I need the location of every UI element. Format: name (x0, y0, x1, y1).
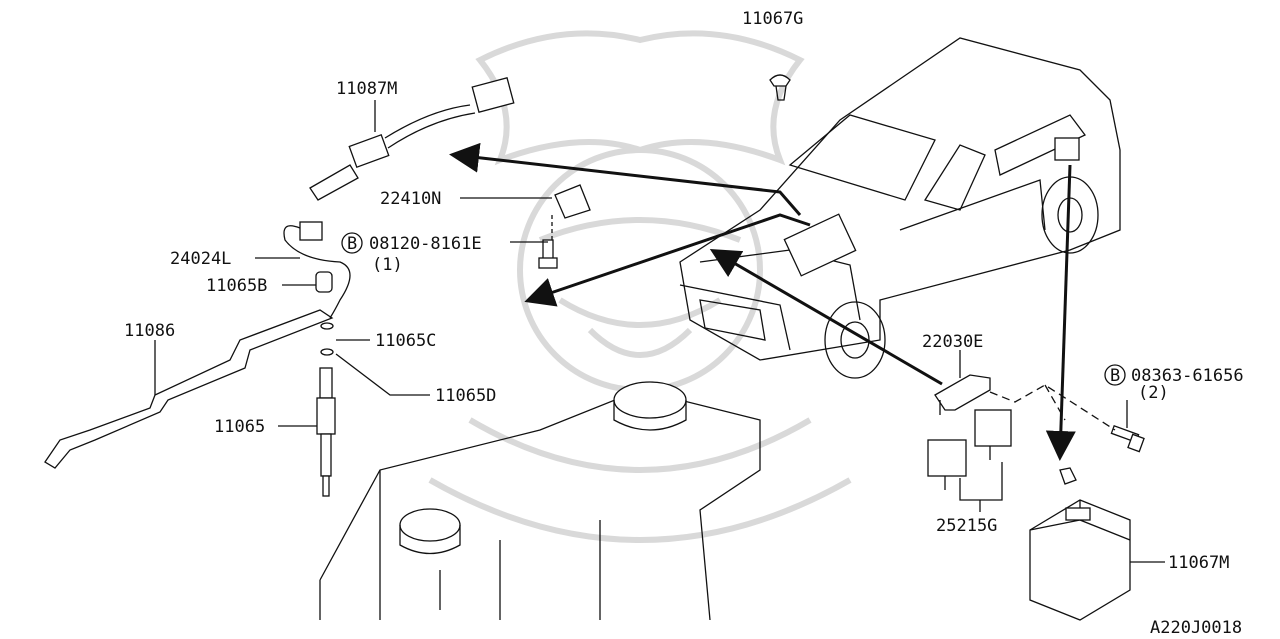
label-24024L: 24024L (170, 249, 231, 269)
label-22030E: 22030E (922, 332, 983, 352)
label-11065C: 11065C (375, 331, 436, 351)
label-bolt1-qty: (1) (372, 255, 403, 275)
bolt-marker-2: B (1110, 366, 1120, 386)
wire-24024L (283, 221, 351, 319)
glow-plug-11065 (316, 367, 336, 497)
control-unit-11067M (1029, 467, 1131, 621)
washer-11065C (320, 322, 334, 330)
label-11086: 11086 (124, 321, 175, 341)
label-bolt2-qty: (2) (1138, 383, 1169, 403)
label-25215G: 25215G (936, 516, 997, 536)
drawing-reference: A220J0018 (1150, 618, 1242, 638)
bolt-08363 (1110, 424, 1145, 453)
clamp-22410N (551, 184, 591, 240)
bolt-marker-icon: B (341, 232, 363, 254)
label-11065: 11065 (214, 417, 265, 437)
engine-block-illustration (319, 381, 761, 621)
bracket-22030E (934, 374, 991, 415)
pointer-arrows (449, 142, 1076, 461)
samurai-watermark-icon (428, 30, 852, 543)
bolt-marker-1: B (347, 234, 357, 254)
label-11067M: 11067M (1168, 553, 1229, 573)
relay-25215G (927, 409, 1012, 501)
clip-11067G (769, 74, 791, 101)
label-11065B: 11065B (206, 276, 267, 296)
bolt-marker-icon: B (1104, 364, 1126, 386)
label-11065D: 11065D (435, 386, 496, 406)
label-11067G: 11067G (742, 9, 803, 29)
temp-sensor-11087M (309, 76, 515, 201)
label-11087M: 11087M (336, 79, 397, 99)
label-22410N: 22410N (380, 189, 441, 209)
bolt-08120 (538, 239, 558, 269)
washer-11065D (320, 348, 334, 356)
harness-11086 (44, 309, 334, 469)
label-08120-8161E: 08120-8161E (369, 234, 482, 254)
label-08363-61656: 08363-61656 (1131, 366, 1244, 386)
